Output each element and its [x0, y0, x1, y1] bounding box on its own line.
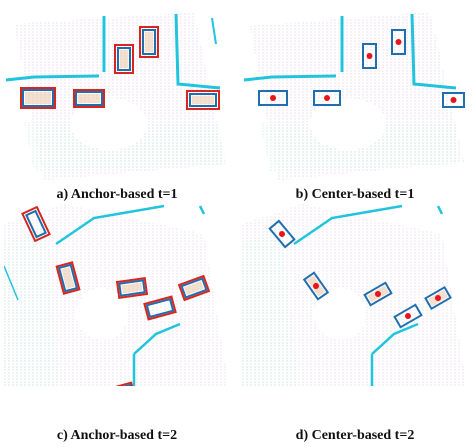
lidar-walls: [243, 13, 457, 90]
ground-scan: [4, 204, 229, 386]
center-box: [363, 281, 393, 307]
anchor-box: [177, 274, 211, 302]
detection-boxes: [20, 26, 220, 110]
anchor-box: [114, 44, 134, 74]
point-cloud-c: [4, 204, 229, 386]
ground-scan: [242, 204, 467, 386]
point-cloud-b: [243, 12, 465, 180]
anchor-box: [115, 276, 149, 300]
center-box: [258, 90, 288, 106]
detection-boxes: [258, 29, 465, 108]
center-box: [391, 29, 406, 55]
ground-scan: [250, 12, 464, 180]
anchor-box: [186, 90, 220, 110]
detection-boxes: [268, 219, 452, 329]
lidar-walls: [4, 204, 206, 386]
detection-boxes: [21, 205, 211, 386]
anchor-box: [116, 381, 140, 386]
caption-panel-b: b) Center-based t=1: [295, 187, 415, 202]
caption-panel-d: d) Center-based t=2: [295, 428, 415, 443]
point-cloud-a: [5, 12, 226, 180]
caption-panel-a: a) Anchor-based t=1: [56, 187, 178, 202]
center-box: [424, 285, 452, 311]
anchor-box: [73, 89, 105, 108]
center-box: [393, 303, 423, 329]
panel-center-based-t1: [242, 4, 468, 186]
center-box: [442, 92, 465, 108]
center-box: [268, 219, 296, 249]
center-box: [313, 90, 341, 106]
center-box: [302, 271, 330, 301]
panel-center-based-t2: [242, 204, 468, 386]
anchor-box: [20, 87, 56, 109]
anchor-box: [55, 261, 81, 295]
lidar-walls: [293, 204, 444, 386]
panel-anchor-based-t1: [4, 4, 230, 186]
center-box: [362, 43, 377, 69]
lidar-walls: [5, 13, 221, 90]
caption-panel-c: c) Anchor-based t=2: [56, 428, 178, 443]
anchor-box: [143, 295, 177, 321]
anchor-box: [21, 205, 51, 243]
point-cloud-d: [242, 204, 467, 386]
anchor-box: [139, 26, 159, 58]
ground-scan: [14, 12, 226, 180]
panel-anchor-based-t2: [4, 204, 230, 386]
